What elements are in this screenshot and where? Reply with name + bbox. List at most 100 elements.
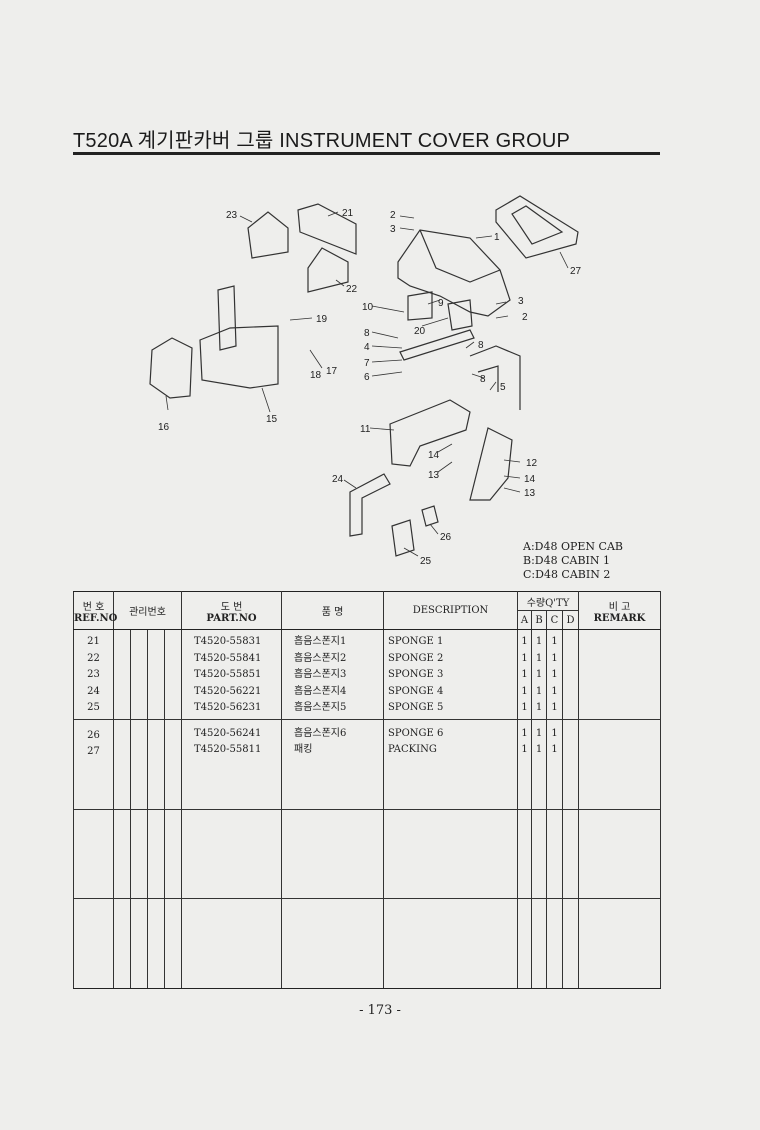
header-qty: 수량Q'TY [517, 591, 579, 611]
part-name-kr: 흡음스폰지2 [294, 652, 347, 664]
part-no: T4520-56231 [194, 702, 262, 713]
qty-b: 1 [535, 652, 543, 664]
table-row-group: 26 27 T4520-56241 T4520-55811 흡음스폰지6 패킹 [73, 718, 661, 809]
header-qty-c: C [546, 610, 563, 630]
callout: 9 [438, 298, 444, 309]
qty-b: 1 [535, 669, 543, 680]
qty-a: 1 [521, 685, 528, 697]
callout: 25 [420, 556, 432, 567]
qty-c: 1 [551, 744, 558, 756]
qty-b: 1 [535, 702, 543, 713]
header-description: DESCRIPTION [383, 591, 518, 630]
part-instrument-cover [397, 229, 511, 317]
callout: 7 [364, 358, 370, 369]
callout: 18 [310, 370, 322, 381]
part-name-kr: 흡음스폰지3 [294, 669, 347, 680]
qty-b: 1 [535, 685, 543, 697]
table-row-group [73, 808, 661, 899]
legend-b: B:D48 CABIN 1 [523, 554, 611, 567]
part-sponge-6 [421, 505, 439, 527]
part-no: T4520-55851 [194, 669, 262, 680]
part-description: SPONGE 5 [388, 702, 444, 713]
qty-a: 1 [521, 636, 528, 647]
callout: 24 [332, 474, 344, 485]
qty-c: 1 [551, 636, 558, 647]
callout: 23 [226, 210, 238, 221]
part-description: SPONGE 1 [388, 636, 444, 647]
ref-no: 27 [87, 746, 100, 758]
part-right-cover [469, 427, 513, 501]
title-rule [73, 152, 660, 155]
part-name-kr: 흡음스폰지4 [294, 685, 347, 697]
table-row-group [73, 898, 661, 989]
callout: 16 [158, 422, 170, 433]
legend-c: C:D48 CABIN 2 [523, 568, 611, 581]
table-row-group: 21 22 23 24 25 T4520-55831 T4520-55841 T… [73, 629, 661, 720]
remark-cell [578, 629, 661, 720]
callout: 13 [428, 470, 440, 481]
part-column-bracket [199, 325, 279, 389]
model-legend: A:D48 OPEN CAB B:D48 CABIN 1 C:D48 CABIN… [523, 540, 623, 582]
header-qty-d: D [562, 610, 579, 630]
callout: 5 [500, 382, 506, 393]
part-sponge-1 [297, 203, 357, 255]
part-no: T4520-55831 [194, 636, 262, 647]
part-no: T4520-56241 [194, 727, 262, 739]
header-part-no: 도 번 PART.NO [181, 591, 282, 630]
qty-b: 1 [535, 727, 543, 739]
header-remark: 비 고 REMARK [578, 591, 661, 630]
page-title: T520A 계기판카버 그룹 INSTRUMENT COVER GROUP [73, 130, 571, 152]
callout: 2 [522, 312, 528, 323]
part-name-kr: 흡음스폰지6 [294, 727, 347, 739]
qty-a: 1 [521, 744, 528, 756]
parts-table: 번 호 REF.NO 관리번호 도 번 PART.NO 품 명 DESCRIPT… [73, 591, 661, 989]
part-description: SPONGE 2 [388, 652, 444, 664]
qty-a: 1 [521, 702, 528, 713]
callout: 3 [390, 224, 396, 235]
qty-c: 1 [551, 652, 558, 664]
callout: 2 [390, 210, 396, 221]
qty-b: 1 [535, 744, 543, 756]
callout: 13 [524, 488, 536, 499]
legend-a: A:D48 OPEN CAB [523, 540, 623, 553]
ref-no: 24 [87, 685, 100, 697]
part-name-kr: 패킹 [294, 744, 313, 756]
qty-c: 1 [551, 702, 558, 713]
ref-no: 21 [87, 636, 100, 647]
part-sponge-5 [391, 519, 415, 557]
callout: 6 [364, 372, 370, 383]
part-side-panel [149, 337, 193, 399]
callout: 27 [570, 266, 582, 277]
header-name-kr: 품 명 [281, 591, 384, 630]
callout: 4 [364, 342, 370, 353]
callout: 12 [526, 458, 538, 469]
ref-no: 22 [87, 652, 100, 664]
part-sponge-4 [349, 473, 391, 537]
part-description: SPONGE 3 [388, 669, 444, 680]
callout: 15 [266, 414, 278, 425]
callout: 11 [360, 424, 371, 435]
qty-c: 1 [551, 669, 558, 680]
header-ref: 번 호 REF.NO [73, 591, 117, 630]
callout: 3 [518, 296, 524, 307]
callout: 17 [326, 366, 338, 377]
qty-a: 1 [521, 727, 528, 739]
qty-a: 1 [521, 652, 528, 664]
callout: 20 [414, 326, 426, 337]
callout: 10 [362, 302, 374, 313]
part-sponge-2 [307, 247, 349, 293]
remark-cell [578, 718, 661, 809]
callout: 19 [316, 314, 328, 325]
part-name-kr: 흡음스폰지1 [294, 636, 347, 647]
callout: 21 [342, 208, 354, 219]
part-description: SPONGE 6 [388, 727, 444, 739]
page-number: - 173 - [359, 1003, 401, 1018]
header-qty-b: B [531, 610, 547, 630]
part-no: T4520-56221 [194, 685, 262, 697]
exploded-parts-diagram: 23 21 22 2 3 1 27 19 10 9 3 2 20 8 4 8 7… [149, 195, 582, 567]
part-wire [469, 345, 521, 410]
callout: 1 [494, 232, 500, 243]
ref-no: 26 [87, 729, 100, 741]
part-description: PACKING [388, 744, 437, 756]
part-bracket [407, 291, 433, 321]
